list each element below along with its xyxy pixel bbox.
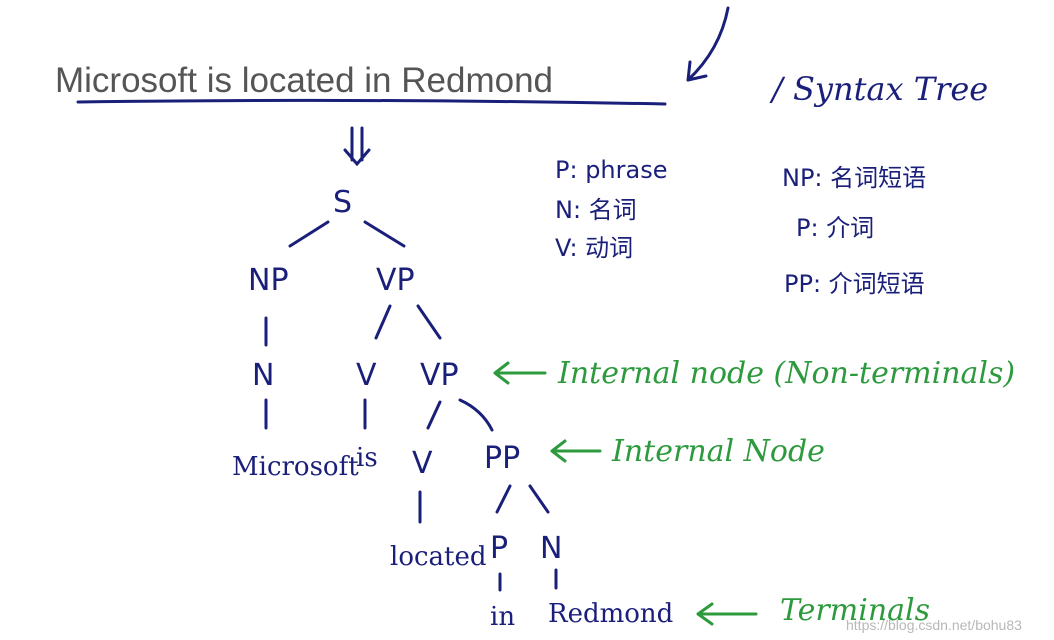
arrow-terminals bbox=[696, 602, 758, 626]
edge-s-np bbox=[288, 220, 330, 248]
edge-pp-p bbox=[495, 484, 512, 514]
edge-vp2-pp bbox=[458, 398, 494, 432]
watermark: https://blog.csdn.net/bohu83 bbox=[846, 617, 1022, 633]
node-n: N bbox=[252, 358, 274, 393]
down-arrow bbox=[343, 126, 371, 167]
arrow-internal-nonterminals bbox=[493, 361, 547, 385]
leaf-located: located bbox=[390, 542, 487, 572]
edge-vp2-v2 bbox=[426, 400, 442, 430]
edge-vp-vp2 bbox=[416, 304, 442, 340]
annotation-internal-nonterminals: Internal node (Non-terminals) bbox=[557, 356, 1015, 391]
sentence-underline bbox=[76, 98, 667, 106]
leaf-in: in bbox=[490, 602, 515, 632]
node-s: S bbox=[333, 185, 352, 220]
pointer-arrow bbox=[686, 6, 730, 82]
legend-left-verb: V: 动词 bbox=[555, 234, 633, 262]
sentence-text: Microsoft is located in Redmond bbox=[55, 61, 553, 100]
pointer-arrow-head bbox=[686, 60, 708, 82]
leaf-is: is bbox=[356, 443, 378, 473]
node-np: NP bbox=[248, 263, 289, 298]
node-n2: N bbox=[540, 531, 562, 566]
legend-right-pp: PP: 介词短语 bbox=[784, 270, 925, 298]
leaf-redmond: Redmond bbox=[548, 599, 673, 629]
node-p: P bbox=[490, 531, 508, 566]
legend-right-np: NP: 名词短语 bbox=[782, 164, 926, 192]
node-v: V bbox=[356, 358, 377, 393]
edge-vp-v bbox=[374, 304, 392, 340]
annotation-internal-node: Internal Node bbox=[611, 434, 825, 469]
node-v2: V bbox=[412, 446, 433, 481]
edge-pp-n2 bbox=[528, 484, 550, 514]
legend-right-p: P: 介词 bbox=[796, 214, 874, 242]
node-pp: PP bbox=[484, 441, 520, 476]
annotation-terminals: Terminals bbox=[780, 593, 930, 628]
legend-left-phrase: P: phrase bbox=[555, 156, 667, 184]
node-vp2: VP bbox=[420, 358, 459, 393]
legend-left-noun: N: 名词 bbox=[555, 196, 637, 224]
edge-s-vp bbox=[363, 220, 406, 248]
arrow-internal-node bbox=[550, 439, 602, 463]
leaf-microsoft: Microsoft bbox=[232, 452, 359, 482]
node-vp: VP bbox=[376, 263, 415, 298]
syntax-tree-label: / Syntax Tree bbox=[769, 70, 988, 108]
